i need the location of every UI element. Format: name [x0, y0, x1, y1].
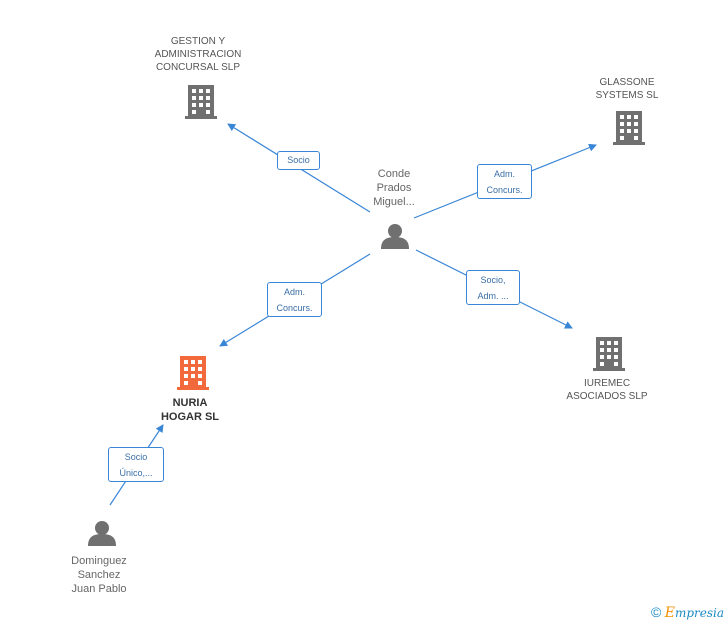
edge-label-adm-concurs-glassone: Adm. Concurs.: [477, 164, 532, 199]
edge-label-socio: Socio: [277, 151, 320, 170]
building-icon-iuremec[interactable]: [593, 337, 625, 371]
person-icon-conde[interactable]: [381, 224, 409, 249]
building-icon-glassone[interactable]: [613, 111, 645, 145]
edge-label-adm-concurs-nuria: Adm. Concurs.: [267, 282, 322, 317]
node-label-glassone[interactable]: GLASSONE SYSTEMS SL: [595, 77, 659, 101]
person-icon-dominguez[interactable]: [88, 521, 116, 546]
edge-label-socio-unico: Socio Único,...: [108, 447, 164, 482]
node-label-gestion[interactable]: GESTION Y ADMINISTRACION CONCURSAL SLP: [154, 36, 242, 73]
brand-logo-letter: E: [664, 605, 675, 621]
node-label-dominguez[interactable]: Dominguez Sanchez Juan Pablo: [71, 555, 127, 595]
brand-name: mpresia: [674, 606, 724, 620]
building-icon-gestion[interactable]: [185, 85, 217, 119]
node-label-conde[interactable]: Conde Prados Miguel...: [373, 168, 415, 208]
edge-label-socio-adm-iuremec: Socio, Adm. ...: [466, 270, 520, 305]
copyright-symbol: ©: [651, 604, 662, 620]
node-label-nuria[interactable]: NURIA HOGAR SL: [160, 397, 220, 423]
brand-credit[interactable]: © Empresia: [651, 604, 724, 621]
building-icon-nuria[interactable]: [177, 356, 209, 390]
node-label-iuremec[interactable]: IUREMEC ASOCIADOS SLP: [566, 378, 648, 402]
